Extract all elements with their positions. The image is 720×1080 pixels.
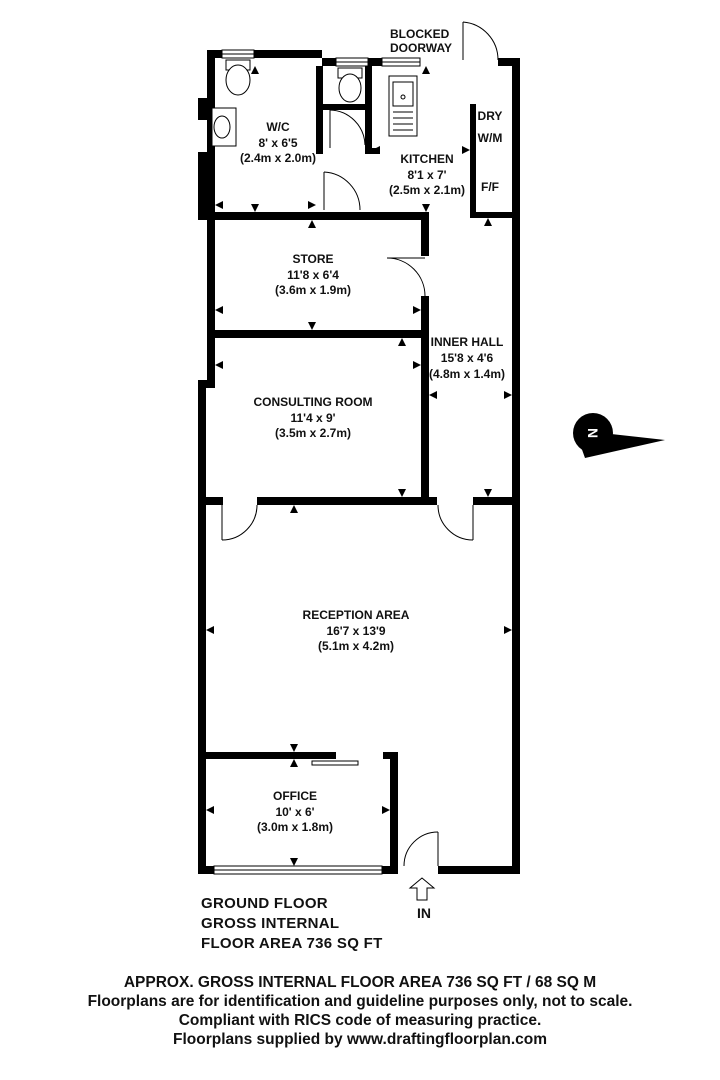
consulting-imperial: 11'4 x 9' [290,411,335,425]
store-imperial: 11'8 x 6'4 [287,268,339,282]
inner-hall-imperial: 15'8 x 4'6 [441,351,494,365]
blocked-doorway-line2: DOORWAY [390,41,452,55]
ff-label: F/F [481,180,499,194]
consulting-metric: (3.5m x 2.7m) [275,426,351,440]
floor-info-line2: GROSS INTERNAL [201,915,340,932]
office-metric: (3.0m x 1.8m) [257,820,333,834]
store-metric: (3.6m x 1.9m) [275,283,351,297]
kitchen-name: KITCHEN [400,152,453,166]
kitchen-imperial: 8'1 x 7' [407,168,446,182]
floor-info-line3: FLOOR AREA 736 SQ FT [201,935,383,952]
blocked-doorway-line1: BLOCKED [390,27,450,41]
wc-metric: (2.4m x 2.0m) [240,151,316,165]
fixtures [211,59,418,147]
windows [213,49,421,875]
store-name: STORE [292,252,333,266]
entrance-label: IN [417,905,431,921]
doors [221,21,499,867]
consulting-name: CONSULTING ROOM [253,395,372,409]
floor-info-line1: GROUND FLOOR [201,895,328,912]
office-name: OFFICE [273,789,317,803]
dry-label: DRY [478,109,503,123]
wc-imperial: 8' x 6'5 [258,136,297,150]
room-labels: BLOCKED DOORWAY W/C 8' x 6'5 (2.4m x 2.0… [240,27,505,834]
floor-area-summary: GROUND FLOOR GROSS INTERNAL FLOOR AREA 7… [201,894,383,954]
walls [198,50,520,874]
dimension-arrows [206,66,512,866]
reception-name: RECEPTION AREA [303,608,410,622]
footer: APPROX. GROSS INTERNAL FLOOR AREA 736 SQ… [0,973,720,1049]
inner-hall-name: INNER HALL [431,335,504,349]
wc-name: W/C [266,120,290,134]
reception-imperial: 16'7 x 13'9 [326,624,385,638]
compass-label: N [585,428,601,438]
footer-line1: APPROX. GROSS INTERNAL FLOOR AREA 736 SQ… [123,974,597,991]
office-imperial: 10' x 6' [275,805,314,819]
kitchen-metric: (2.5m x 2.1m) [389,183,465,197]
footer-line2: Floorplans are for identification and gu… [87,993,633,1010]
wm-label: W/M [478,131,503,145]
inner-hall-metric: (4.8m x 1.4m) [429,367,505,381]
footer-line4: Floorplans supplied by www.draftingfloor… [172,1031,548,1048]
footer-line3: Compliant with RICS code of measuring pr… [178,1012,542,1029]
entrance-arrow-icon [408,877,436,901]
north-compass-icon: N [573,413,665,458]
reception-metric: (5.1m x 4.2m) [318,639,394,653]
